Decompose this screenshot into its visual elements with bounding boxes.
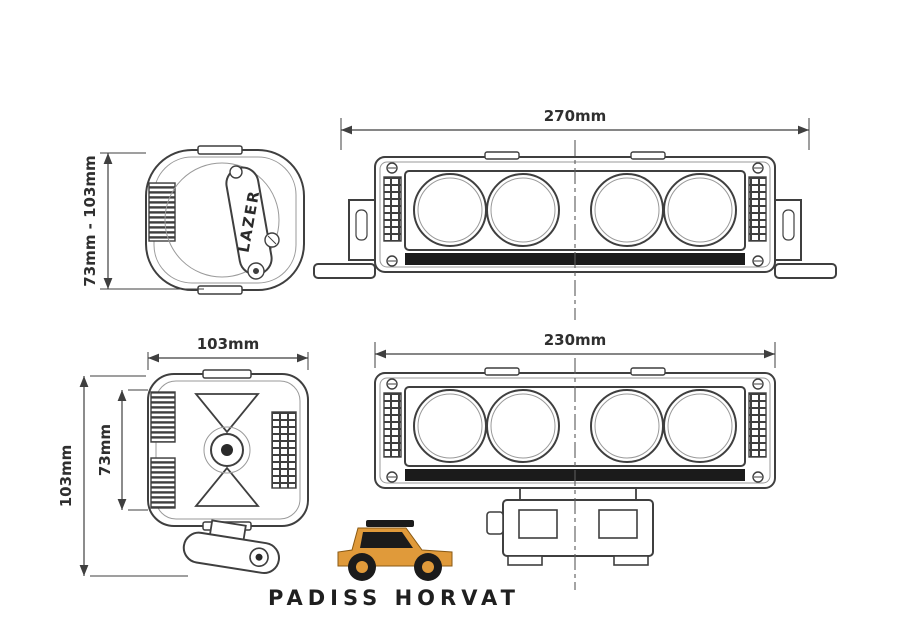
left-mount-bracket	[313, 199, 376, 279]
dimension-body-width-label: 230mm	[544, 331, 607, 349]
dimension-plan-width-label: 103mm	[197, 335, 260, 353]
vent-block	[271, 411, 297, 489]
reflector-fins-top	[150, 391, 176, 443]
dimension-body-width: 230mm	[374, 331, 776, 368]
dimension-plan-depth-overall-label: 103mm	[57, 445, 75, 508]
dimension-plan-depth-overall: 103mm	[57, 375, 188, 577]
plan-view	[147, 369, 309, 575]
dimension-height-range: 73mm - 103mm	[81, 152, 204, 290]
front-view-with-center-mount	[374, 358, 776, 590]
dimension-plan-width: 103mm	[147, 335, 309, 370]
reflector-fins	[148, 182, 176, 242]
bracket-arm: LAZER	[225, 166, 273, 276]
dimension-overall-width-label: 270mm	[544, 107, 607, 125]
truck-illustration	[337, 520, 453, 581]
dimension-height-range-label: 73mm - 103mm	[81, 155, 99, 286]
front-view-with-brackets	[313, 140, 837, 320]
dimension-plan-depth-inner: 73mm	[96, 389, 148, 511]
watermark-logo: PADISS HORVAT	[268, 520, 520, 610]
side-view: LAZER	[145, 145, 305, 295]
watermark-text: PADISS HORVAT	[268, 586, 520, 610]
plan-bracket-foot	[182, 519, 280, 575]
truck-window	[360, 532, 413, 548]
reflector-fins-bottom	[150, 457, 176, 509]
dimension-overall-width: 270mm	[340, 107, 810, 150]
center-mount-bracket	[486, 487, 654, 566]
roof-lightbar	[366, 520, 414, 527]
dimension-plan-depth-inner-label: 73mm	[96, 424, 114, 476]
